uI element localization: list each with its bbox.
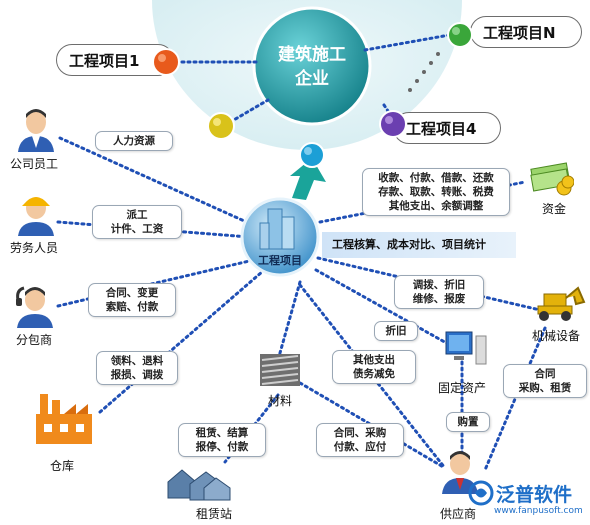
relation-other[interactable]: 其他支出 债务减免 [332,350,416,384]
relation-machinery-contract-line1: 合同 [534,368,556,380]
warehouse-icon [36,394,92,444]
node-warehouse: 仓库 [49,459,75,473]
relation-rental[interactable]: 租赁、结算 报停、付款 [178,423,266,457]
relation-supply-line2: 付款、应付 [333,441,387,453]
link-projectN [363,32,457,52]
relation-depreciation-text: 折旧 [385,325,407,337]
project-4-label: 工程项目4 [406,120,477,138]
relation-purchase[interactable]: 购置 [446,412,490,432]
relation-purchase-text: 购置 [457,416,479,428]
relation-funds-line3: 其他支出、余额调整 [388,200,484,212]
relation-supply[interactable]: 合同、采购 付款、应付 [316,423,404,457]
core-label: 工程项目 [258,254,302,267]
relation-machinery-contract-line2: 采购、租赁 [518,382,572,394]
money-stack-icon [530,162,574,196]
core-project-icon[interactable] [238,195,322,279]
relation-funds[interactable]: 收款、付款、借款、还款 存款、取款、转账、税费 其他支出、余额调整 [362,168,510,216]
ellipsis-dot [422,70,426,74]
green-dot-icon [447,22,473,48]
node-material: 材料 [267,394,293,408]
node-subcontractor: 分包商 [15,333,53,347]
relation-dispatch-line1: 派工 [126,209,148,221]
employee-icon [18,109,54,152]
brand-mark-icon [468,480,494,506]
computer-icon [445,331,487,365]
relation-supply-line1: 合同、采购 [333,427,387,439]
brand-name: 泛普软件 [496,484,573,506]
relation-funds-line1: 收款、付款、借款、还款 [378,172,494,184]
purple-dot-icon [379,110,407,138]
subcontractor-icon [16,286,53,328]
cyan-dot-icon [299,142,325,168]
project-1-label: 工程项目1 [69,52,140,70]
project-n-label: 工程项目N [483,24,556,42]
relation-subcontract-line1: 合同、变更 [105,287,159,299]
link-material [276,280,302,362]
node-funds: 资金 [541,202,567,216]
relation-funds-line2: 存款、取款、转账、税费 [378,186,494,198]
hub-title-2: 企业 [295,69,329,89]
relation-other-line1: 其他支出 [353,354,395,366]
arrow-up-icon [290,158,326,200]
ellipsis-dot [436,52,440,56]
labor-worker-icon [18,197,54,236]
ellipsis-dot [415,79,419,83]
node-staff: 公司员工 [9,157,59,171]
orange-dot-icon [152,48,180,76]
relation-warehouse-line2: 报损、调拨 [110,369,164,381]
relation-machinery[interactable]: 调拨、折旧 维修、报废 [394,275,484,309]
link-fixed-assets [314,268,452,347]
link-machinery-supplier [483,326,547,472]
relation-warehouse[interactable]: 领料、退料 报损、调拨 [96,351,178,385]
node-rental: 租赁站 [195,507,233,521]
node-supplier: 供应商 [439,507,477,521]
node-fixed-assets: 固定资产 [437,381,487,395]
ellipsis-dot [408,88,412,92]
node-machinery: 机械设备 [531,329,581,343]
relation-dispatch[interactable]: 派工 计件、工资 [92,205,182,239]
relation-rental-line1: 租赁、结算 [195,427,249,439]
rental-station-icon [167,469,231,501]
brand-url: www.fanpusoft.com [494,506,583,516]
relation-hr-text: 人力资源 [113,135,155,147]
relation-subcontract-line2: 索赔、付款 [105,301,159,313]
banner-accounting: 工程核算、成本对比、项目统计 [322,232,516,258]
relation-machinery-contract[interactable]: 合同 采购、租赁 [503,364,587,398]
relation-dispatch-line2: 计件、工资 [110,223,164,235]
brand-logo[interactable]: 泛普软件 www.fanpusoft.com [468,478,588,522]
relation-machinery-line1: 调拨、折旧 [412,279,466,291]
excavator-icon [537,286,586,321]
project-n[interactable]: 工程项目N [470,16,582,48]
yellow-dot-icon [207,112,235,140]
relation-other-line2: 债务减免 [353,368,395,380]
relation-hr[interactable]: 人力资源 [95,131,173,151]
relation-rental-line2: 报停、付款 [195,441,249,453]
ellipsis-dot [429,61,433,65]
relation-machinery-line2: 维修、报废 [412,293,466,305]
relation-depreciation[interactable]: 折旧 [374,321,418,341]
project-4[interactable]: 工程项目4 [393,112,501,144]
relation-subcontract[interactable]: 合同、变更 索赔、付款 [88,283,176,317]
link-warehouse [98,263,272,414]
hub-title-1: 建筑施工 [278,45,346,65]
material-steel-icon [260,354,300,386]
node-labor: 劳务人员 [9,241,59,255]
relation-warehouse-line1: 领料、退料 [110,355,164,367]
